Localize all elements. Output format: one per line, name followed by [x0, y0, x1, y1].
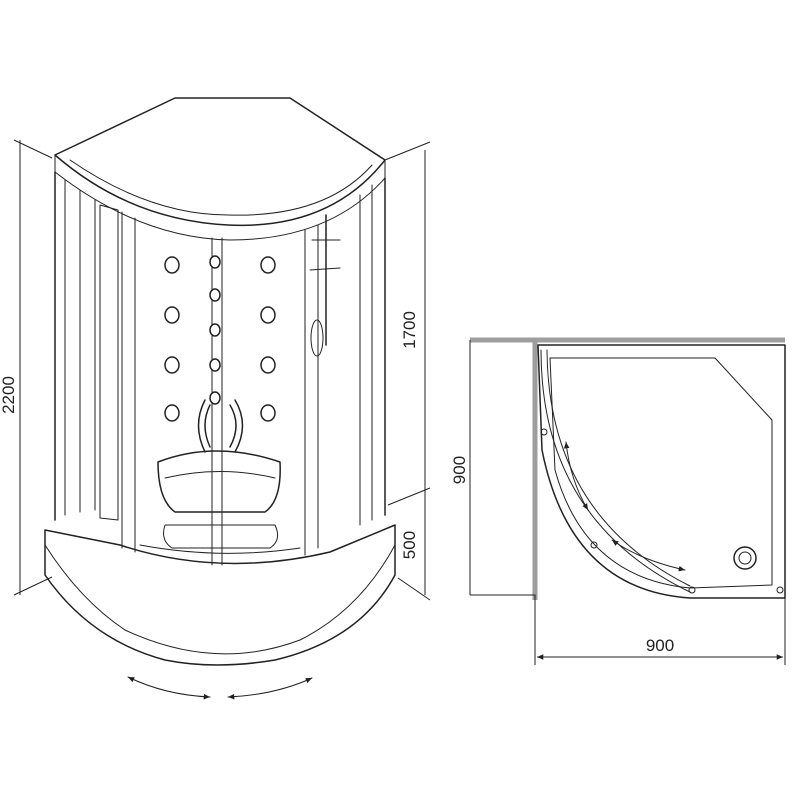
door-handle-right	[229, 399, 244, 453]
dimension-plan-depth: 900	[450, 456, 469, 484]
cabin-plan-view	[469, 337, 786, 665]
dimension-label-500: 500	[400, 531, 419, 559]
cabin-seat	[157, 450, 281, 513]
plan-tray-outline	[537, 344, 786, 599]
dimension-label-1700: 1700	[400, 311, 419, 349]
cabin-roof	[54, 97, 386, 227]
dimension-2200: 2200	[0, 139, 53, 596]
dimension-1700: 1700	[384, 141, 431, 506]
cabin-perspective-view	[44, 97, 396, 700]
dimension-label-2200: 2200	[0, 376, 18, 414]
dimension-label-plan-width: 900	[646, 636, 674, 655]
dimension-label-plan-depth: 900	[450, 456, 469, 484]
dimension-plan-width: 900	[537, 636, 783, 660]
drain-icon	[733, 546, 757, 570]
hand-shower	[310, 319, 324, 357]
shower-tray	[44, 524, 396, 666]
door-handle-left	[197, 399, 211, 453]
dimension-500: 500	[397, 495, 431, 601]
massage-jets	[164, 255, 276, 422]
